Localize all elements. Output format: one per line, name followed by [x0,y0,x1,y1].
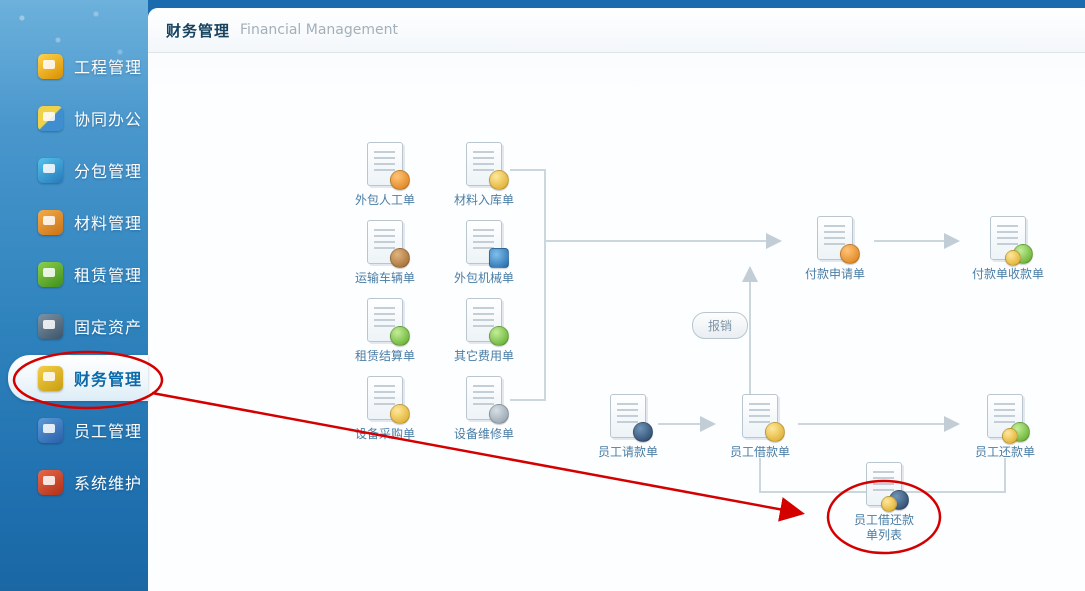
sidebar: 工程管理 协同办公 分包管理 材料管理 租赁管理 固定资产 财务管理 员工管理 [0,0,148,591]
coin-icon [390,404,410,424]
sidebar-item-office[interactable]: 协同办公 [0,92,148,144]
hand-icon [840,244,860,264]
node-employee-request[interactable]: 员工请款单 [588,394,668,460]
coins-icon [1005,250,1021,266]
node-payment-request[interactable]: 付款申请单 [795,216,875,282]
sidebar-item-materials[interactable]: 材料管理 [0,196,148,248]
lease-settlement-document-icon [367,298,410,346]
leasing-icon [38,261,63,287]
node-outsource-labor[interactable]: 外包人工单 [345,142,425,208]
materials-icon [38,209,63,235]
node-transport-vehicle[interactable]: 运输车辆单 [345,220,425,286]
sidebar-item-label: 材料管理 [74,214,143,233]
coins-icon [765,422,785,442]
node-label: 员工还款单 [974,445,1035,459]
node-label: 设备采购单 [354,427,415,441]
node-label: 设备维修单 [453,427,514,441]
page-subtitle: Financial Management [240,22,398,38]
equipment-repair-document-icon [466,376,509,424]
node-equipment-repair[interactable]: 设备维修单 [444,376,524,442]
node-label: 员工借还款单列表 [853,513,914,542]
node-label: 材料入库单 [453,193,514,207]
node-label: 外包人工单 [354,193,415,207]
transport-vehicle-document-icon [367,220,410,268]
wrench-icon [489,404,509,424]
node-loan-repay-list[interactable]: 员工借还款单列表 [844,462,924,543]
employee-request-document-icon [610,394,653,442]
sidebar-item-fixed-assets[interactable]: 固定资产 [0,300,148,352]
sidebar-item-label: 工程管理 [74,58,143,77]
sidebar-item-label: 固定资产 [74,318,143,337]
page-header: 财务管理 Financial Management [148,8,1085,53]
office-icon [38,105,63,131]
node-label: 租赁结算单 [354,349,415,363]
node-label: 员工借款单 [729,445,790,459]
payment-request-document-icon [817,216,860,264]
node-employee-loan[interactable]: 员工借款单 [720,394,800,460]
sidebar-item-label: 员工管理 [74,422,143,441]
money-icon [390,326,410,346]
employee-repay-document-icon [987,394,1030,444]
staff-icon [38,417,63,443]
sidebar-item-label: 系统维护 [74,474,143,493]
machine-arrow-icon [489,248,509,268]
fixed-assets-icon [38,313,63,339]
sidebar-item-label: 租赁管理 [74,266,143,285]
equipment-purchase-document-icon [367,376,410,424]
sidebar-menu: 工程管理 协同办公 分包管理 材料管理 租赁管理 固定资产 财务管理 员工管理 [0,40,148,508]
system-icon [38,469,63,495]
outsource-labor-document-icon [367,142,410,190]
truck-icon [390,248,410,268]
node-other-expense[interactable]: 其它费用单 [444,298,524,364]
loan-repay-list-document-icon [866,462,909,512]
node-label: 付款申请单 [804,267,865,281]
node-payment-receipt[interactable]: 付款单收款单 [963,216,1053,282]
sidebar-item-leasing[interactable]: 租赁管理 [0,248,148,300]
outsource-machine-document-icon [466,220,509,268]
employee-loan-document-icon [742,394,785,442]
sidebar-item-label: 财务管理 [74,370,143,389]
node-lease-settlement[interactable]: 租赁结算单 [345,298,425,364]
sidebar-item-label: 分包管理 [74,162,143,181]
coins-icon [1002,428,1018,444]
engineering-icon [38,53,63,79]
sidebar-item-engineering[interactable]: 工程管理 [0,40,148,92]
pencil-icon [390,170,410,190]
material-inbound-document-icon [466,142,509,190]
person-icon [633,422,653,442]
subcontract-icon [38,157,63,183]
sidebar-item-system[interactable]: 系统维护 [0,456,148,508]
node-outsource-machine[interactable]: 外包机械单 [444,220,524,286]
node-label: 运输车辆单 [354,271,415,285]
node-material-inbound[interactable]: 材料入库单 [444,142,524,208]
finance-icon [38,365,63,391]
coins-icon [881,496,897,512]
coins-icon [489,170,509,190]
reimburse-badge[interactable]: 报销 [692,312,749,339]
payment-receipt-document-icon [990,216,1033,266]
page-title: 财务管理 [166,21,231,40]
node-equipment-purchase[interactable]: 设备采购单 [345,376,425,442]
other-expense-document-icon [466,298,509,346]
node-label: 员工请款单 [597,445,658,459]
node-label: 其它费用单 [453,349,514,363]
node-employee-repay[interactable]: 员工还款单 [965,394,1045,460]
node-label: 外包机械单 [453,271,514,285]
sidebar-item-label: 协同办公 [74,110,143,129]
main-panel: 财务管理 Financial Management [148,8,1085,591]
sidebar-item-finance[interactable]: 财务管理 [8,355,148,401]
sidebar-item-subcontract[interactable]: 分包管理 [0,144,148,196]
node-label: 付款单收款单 [971,267,1044,281]
plus-icon [489,326,509,346]
sidebar-item-staff[interactable]: 员工管理 [0,404,148,456]
